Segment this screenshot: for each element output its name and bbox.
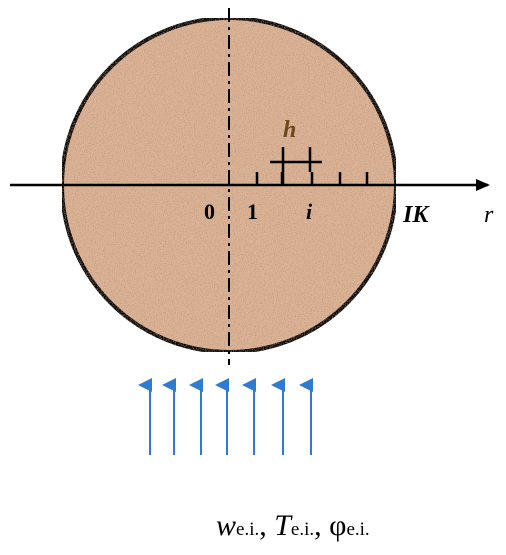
origin-label: 0	[204, 199, 215, 224]
external-parameters-formula: we.i., Te.i., φe.i.	[216, 509, 370, 542]
last-node-label: IK	[402, 202, 430, 228]
airflow-arrows	[138, 378, 313, 455]
formula-t-symbol: T	[274, 509, 293, 542]
node-i-label: i	[306, 199, 313, 224]
step-bracket	[270, 147, 322, 185]
formula-phi-subscript: e.i.	[346, 519, 369, 540]
formula-phi-symbol: φ	[329, 509, 346, 542]
formula-separator-2: ,	[314, 509, 329, 542]
formula-separator-1: ,	[259, 509, 274, 542]
step-label: h	[283, 117, 296, 143]
formula-w-subscript: e.i.	[236, 519, 259, 540]
formula-w-symbol: w	[216, 509, 236, 542]
axis-r-label: r	[484, 202, 494, 228]
formula-t-subscript: e.i.	[291, 519, 314, 540]
first-node-label: 1	[247, 199, 258, 224]
